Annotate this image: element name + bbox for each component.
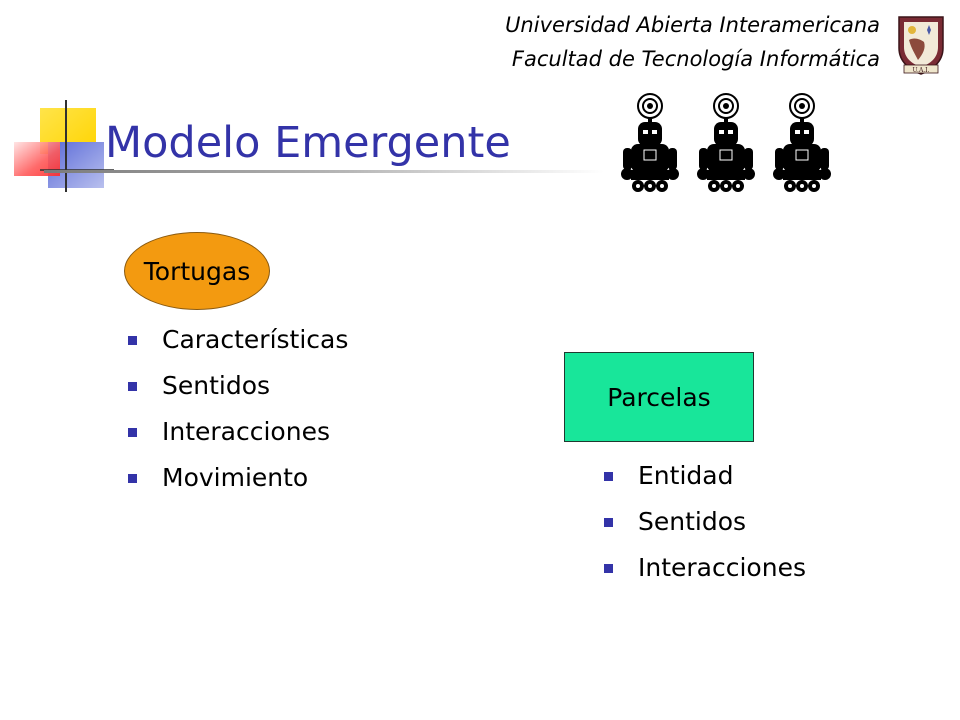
list-item: Características (128, 317, 348, 363)
list-item-label: Sentidos (638, 507, 747, 536)
turtles-label: Tortugas (143, 256, 251, 286)
square-bullet-icon (128, 474, 137, 483)
slide-title: Modelo Emergente (105, 118, 511, 168)
square-bullet-icon (128, 382, 137, 391)
university-crest-icon: U.A.I. (898, 16, 944, 75)
list-item-label: Movimiento (162, 463, 309, 492)
square-bullet-icon (128, 336, 137, 345)
list-item-label: Características (162, 325, 349, 354)
list-item: Interacciones (604, 545, 806, 591)
title-underline (44, 170, 604, 173)
square-bullet-icon (604, 472, 613, 481)
corner-decoration (14, 100, 114, 192)
list-item: Interacciones (128, 409, 348, 455)
turtles-list: Características Sentidos Interacciones M… (128, 317, 348, 501)
list-item-label: Interacciones (638, 553, 806, 582)
robot-icon (620, 93, 832, 193)
list-item: Sentidos (128, 363, 348, 409)
university-name: Universidad Abierta Interamericana (505, 13, 880, 37)
list-item: Entidad (604, 453, 806, 499)
square-bullet-icon (604, 518, 613, 527)
turtles-oval: Tortugas (124, 232, 270, 310)
square-bullet-icon (128, 428, 137, 437)
faculty-name: Facultad de Tecnología Informática (511, 47, 880, 71)
header-text: Universidad Abierta Interamericana Facul… (505, 8, 880, 76)
list-item-label: Interacciones (162, 417, 330, 446)
patches-list: Entidad Sentidos Interacciones (604, 453, 806, 591)
list-item: Sentidos (604, 499, 806, 545)
patches-label: Parcelas (607, 382, 711, 412)
patches-box: Parcelas (564, 352, 754, 442)
list-item-label: Entidad (638, 461, 734, 490)
list-item-label: Sentidos (162, 371, 271, 400)
svg-text:U.A.I.: U.A.I. (913, 67, 930, 74)
list-item: Movimiento (128, 455, 348, 501)
square-bullet-icon (604, 564, 613, 573)
